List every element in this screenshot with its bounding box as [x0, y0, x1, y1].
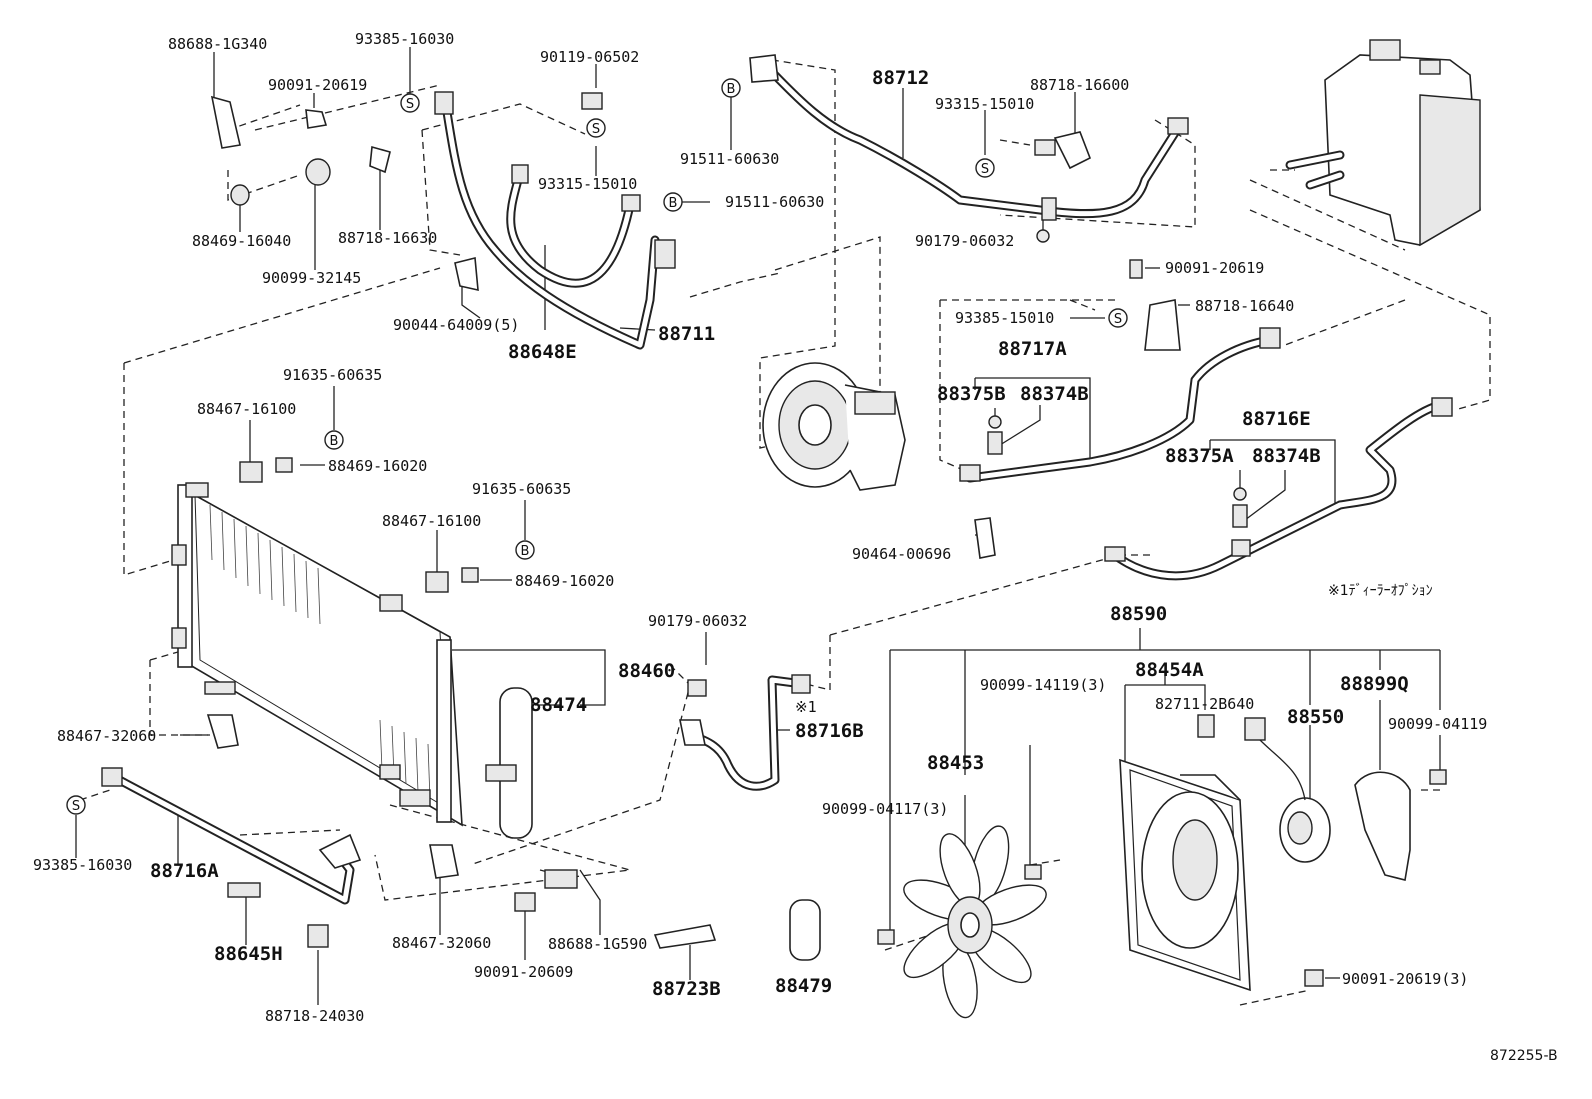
part-label-90091-20609: 90091-20609 [474, 963, 573, 981]
dealer-option-note: ※1ﾃﾞｨｰﾗｰｵﾌﾟｼｮﾝ [1328, 583, 1433, 599]
part-label-88469-16020: 88469-16020 [328, 457, 427, 475]
part-label-90119-06502: 90119-06502 [540, 48, 639, 66]
part-label-88712: 88712 [872, 67, 929, 89]
svg-text:S: S [592, 122, 600, 137]
part-labels: 88688-1G340 93385-16030 90119-06502 9009… [33, 30, 1558, 1064]
part-label-90091-20619: 90091-20619 [1165, 259, 1264, 277]
part-label-88467-32060: 88467-32060 [392, 934, 491, 952]
circled-markers: S S B B S S B B S [66, 78, 1128, 815]
part-label-88467-32060: 88467-32060 [57, 727, 156, 745]
figure-code: 872255-B [1490, 1048, 1558, 1064]
part-label-90044-64009: 90044-64009(5) [393, 316, 519, 334]
dealer-option-mark: ※1 [795, 698, 817, 716]
part-label-90091-20619: 90091-20619(3) [1342, 970, 1468, 988]
fan-motor-88550 [1244, 717, 1331, 863]
part-label-93385-16030: 93385-16030 [33, 856, 132, 874]
receiver-88474 [485, 687, 533, 839]
part-label-90099-32145: 90099-32145 [262, 269, 361, 287]
part-label-88479: 88479 [775, 975, 832, 997]
part-label-88467-16100: 88467-16100 [197, 400, 296, 418]
small-parts [101, 54, 1453, 987]
part-label-88474: 88474 [530, 694, 587, 716]
b-marker: B [324, 430, 344, 450]
part-label-90179-06032: 90179-06032 [915, 232, 1014, 250]
part-label-88716E: 88716E [1242, 408, 1311, 430]
part-label-88716A: 88716A [150, 860, 219, 882]
b-marker: B [515, 540, 535, 560]
fan-shroud-88454A [1119, 758, 1251, 992]
svg-text:S: S [1114, 312, 1122, 327]
part-label-91635-60635: 91635-60635 [283, 366, 382, 384]
part-label-91511-60630: 91511-60630 [725, 193, 824, 211]
part-label-88454A: 88454A [1135, 659, 1204, 681]
part-label-88716B: 88716B [795, 720, 864, 742]
s-marker: S [1108, 308, 1128, 328]
b-marker: B [721, 78, 741, 98]
b-marker: B [663, 192, 683, 212]
svg-text:B: B [727, 82, 736, 97]
part-label-93385-16030: 93385-16030 [355, 30, 454, 48]
s-marker: S [586, 118, 606, 138]
part-label-88718-24030: 88718-24030 [265, 1007, 364, 1025]
s-marker: S [66, 795, 86, 815]
part-label-93385-15010: 93385-15010 [955, 309, 1054, 327]
part-label-88899Q: 88899Q [1340, 673, 1409, 695]
part-label-90099-14119: 90099-14119(3) [980, 676, 1106, 694]
part-label-93315-15010: 93315-15010 [935, 95, 1034, 113]
part-label-91511-60630: 91511-60630 [680, 150, 779, 168]
part-label-82711-2B640: 82711-2B640 [1155, 695, 1254, 713]
part-label-90091-20619: 90091-20619 [268, 76, 367, 94]
part-label-91635-60635: 91635-60635 [472, 480, 571, 498]
part-label-88688-1G340: 88688-1G340 [168, 35, 267, 53]
svg-text:S: S [981, 162, 989, 177]
svg-text:B: B [330, 434, 339, 449]
leader-lines [75, 47, 1441, 1005]
part-label-90179-06032: 90179-06032 [648, 612, 747, 630]
svg-text:S: S [72, 799, 80, 814]
condenser-88460 [171, 482, 463, 827]
part-label-88711: 88711 [658, 323, 715, 345]
part-label-88688-1G590: 88688-1G590 [548, 935, 647, 953]
part-label-88374B: 88374B [1020, 383, 1089, 405]
part-label-88718-16640: 88718-16640 [1195, 297, 1294, 315]
svg-text:B: B [669, 196, 678, 211]
s-marker: S [400, 93, 420, 113]
part-label-88590: 88590 [1110, 603, 1167, 625]
part-label-90464-00696: 90464-00696 [852, 545, 951, 563]
part-label-88375A: 88375A [1165, 445, 1234, 467]
part-label-88375B: 88375B [937, 383, 1006, 405]
compressor [762, 362, 906, 491]
part-label-88550: 88550 [1287, 706, 1344, 728]
part-label-88453: 88453 [927, 752, 984, 774]
part-label-90099-04119: 90099-04119 [1388, 715, 1487, 733]
part-label-88374B: 88374B [1252, 445, 1321, 467]
s-marker: S [975, 158, 995, 178]
part-label-88645H: 88645H [214, 943, 283, 965]
part-label-88467-16100: 88467-16100 [382, 512, 481, 530]
part-label-93315-15010: 93315-15010 [538, 175, 637, 193]
svg-text:S: S [406, 97, 414, 112]
ac-unit [1285, 39, 1481, 247]
part-label-88718-16630: 88718-16630 [338, 229, 437, 247]
part-label-88718-16600: 88718-16600 [1030, 76, 1129, 94]
part-label-88648E: 88648E [508, 341, 577, 363]
part-label-88460: 88460 [618, 660, 675, 682]
part-label-88717A: 88717A [998, 338, 1067, 360]
cover-88899Q [1354, 771, 1411, 881]
part-label-88469-16020: 88469-16020 [515, 572, 614, 590]
part-label-88469-16040: 88469-16040 [192, 232, 291, 250]
part-label-88723B: 88723B [652, 978, 721, 1000]
svg-text:B: B [521, 544, 530, 559]
part-label-90099-04117: 90099-04117(3) [822, 800, 948, 818]
fan-88453 [903, 825, 1047, 1019]
